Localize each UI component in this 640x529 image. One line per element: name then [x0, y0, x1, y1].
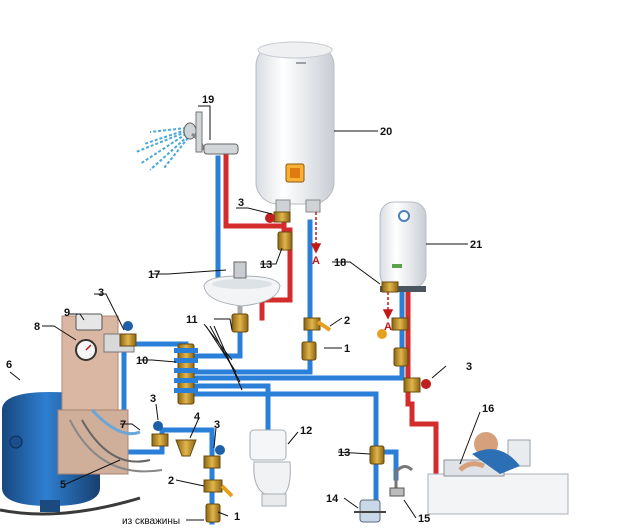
- label-9: 9: [64, 307, 70, 319]
- water-heater-20: [255, 41, 335, 213]
- label-17: 17: [148, 269, 160, 281]
- label-3-pump-top: 3: [98, 287, 104, 299]
- shower: [135, 111, 239, 171]
- water-heater-21: [379, 201, 427, 292]
- filter-14: [354, 499, 386, 523]
- label-7: 7: [120, 419, 126, 431]
- label-13-boiler: 13: [260, 259, 272, 271]
- pressure-switch: [75, 313, 103, 331]
- leader-lines: [9, 105, 481, 519]
- faucet-icon: [389, 465, 414, 497]
- boiler20-to-sink: [259, 227, 293, 321]
- label-10: 10: [136, 355, 148, 367]
- label-1-inlet: 1: [234, 511, 240, 523]
- manifold: [174, 343, 198, 405]
- part-numbers: 19 20 21 3 13 17 18 11 3 2 1 3 10 9 8 6 …: [6, 94, 494, 525]
- label-5: 5: [60, 479, 66, 491]
- label-4: 4: [194, 411, 201, 423]
- inlet-caption: из скважины: [122, 516, 180, 527]
- label-2-inlet: 2: [168, 475, 174, 487]
- label-12: 12: [300, 425, 312, 437]
- toilet: [249, 429, 291, 507]
- label-18: 18: [334, 257, 346, 269]
- manifold-to-toilet: [183, 383, 271, 433]
- label-20: 20: [380, 126, 392, 138]
- label-16: 16: [482, 403, 494, 415]
- label-11: 11: [186, 314, 198, 326]
- kitchen-sink-plumber: [427, 432, 569, 515]
- label-15: 15: [418, 513, 430, 525]
- cold-water-pipes: [101, 155, 405, 525]
- label-8: 8: [34, 321, 40, 333]
- arrow-down-icon: [310, 212, 394, 320]
- drain-marker-a-2: А: [384, 321, 392, 333]
- label-2-boiler: 2: [344, 315, 350, 327]
- valve-icon: [119, 211, 431, 523]
- label-3-inlet: 3: [214, 419, 220, 431]
- wash-basin: [203, 261, 281, 328]
- shower-spray-icon: [135, 127, 189, 171]
- label-3-pump-out: 3: [150, 393, 156, 405]
- label-1-heater: 1: [344, 343, 350, 355]
- label-14: 14: [326, 493, 339, 505]
- label-6: 6: [6, 359, 12, 371]
- label-3-kitchen-hot: 3: [466, 361, 472, 373]
- label-3-boiler: 3: [238, 197, 244, 209]
- label-21: 21: [470, 239, 482, 251]
- pump-station: [57, 315, 163, 475]
- drain-marker-a-1: А: [312, 255, 320, 267]
- gauge-icon: [75, 339, 97, 361]
- manifold-to-sink: [183, 327, 243, 359]
- label-13-kitchen: 13: [338, 447, 350, 459]
- label-19: 19: [202, 94, 214, 106]
